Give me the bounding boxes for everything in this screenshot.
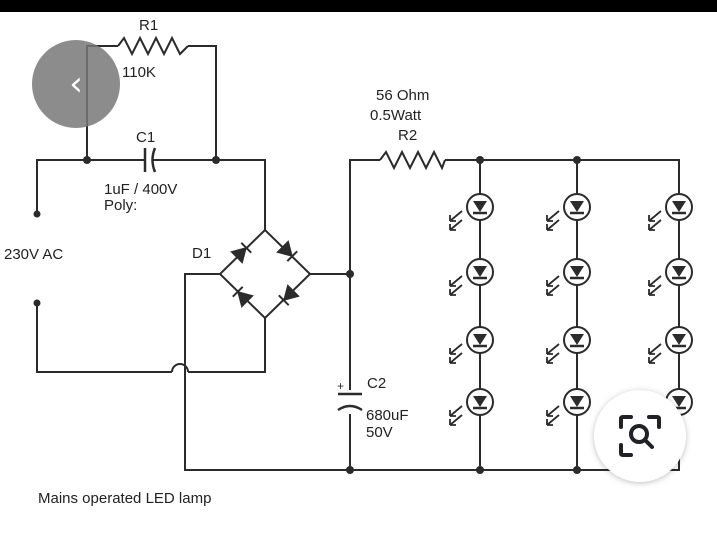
r2-value-label-2: 0.5Watt bbox=[370, 107, 422, 124]
d1-bridge-rectifier bbox=[218, 228, 312, 320]
c2-capacitor: + bbox=[336, 379, 364, 414]
led-symbol bbox=[449, 193, 494, 231]
c1-name-label: C1 bbox=[136, 129, 155, 146]
c1-value-label: 1uF / 400V bbox=[104, 181, 177, 198]
led-symbol bbox=[546, 326, 591, 364]
r2-value-label-1: 56 Ohm bbox=[376, 87, 429, 104]
led-symbol bbox=[648, 258, 693, 296]
diagram-caption: Mains operated LED lamp bbox=[38, 490, 211, 507]
led-symbol bbox=[648, 326, 693, 364]
back-button[interactable]: ‹ bbox=[32, 40, 120, 128]
led-symbol bbox=[546, 258, 591, 296]
led-symbol bbox=[449, 388, 494, 426]
led-symbol bbox=[546, 388, 591, 426]
c2-value-label-2: 50V bbox=[366, 424, 393, 441]
c1-capacitor bbox=[143, 147, 157, 173]
d1-name-label: D1 bbox=[192, 245, 211, 262]
chevron-left-icon: ‹ bbox=[69, 64, 83, 104]
r1-resistor bbox=[117, 35, 189, 57]
r2-resistor bbox=[379, 149, 446, 171]
r1-name-label: R1 bbox=[139, 17, 158, 34]
image-search-icon bbox=[619, 415, 661, 457]
image-search-button[interactable] bbox=[594, 390, 686, 482]
r2-name-label: R2 bbox=[398, 127, 417, 144]
input-voltage-label: 230V AC bbox=[4, 246, 63, 263]
led-symbol bbox=[449, 326, 494, 364]
top-bar bbox=[0, 0, 717, 12]
svg-text:+: + bbox=[337, 379, 344, 393]
c1-type-label: Poly: bbox=[104, 197, 137, 214]
led-strings bbox=[449, 160, 693, 470]
c2-value-label-1: 680uF bbox=[366, 407, 409, 424]
labels: R1 110K C1 1uF / 400V Poly: 56 Ohm 0.5Wa… bbox=[4, 17, 429, 507]
c2-name-label: C2 bbox=[367, 375, 386, 392]
led-symbol bbox=[648, 193, 693, 231]
r1-value-label: 110K bbox=[122, 64, 156, 81]
led-symbol bbox=[546, 193, 591, 231]
led-symbol bbox=[449, 258, 494, 296]
